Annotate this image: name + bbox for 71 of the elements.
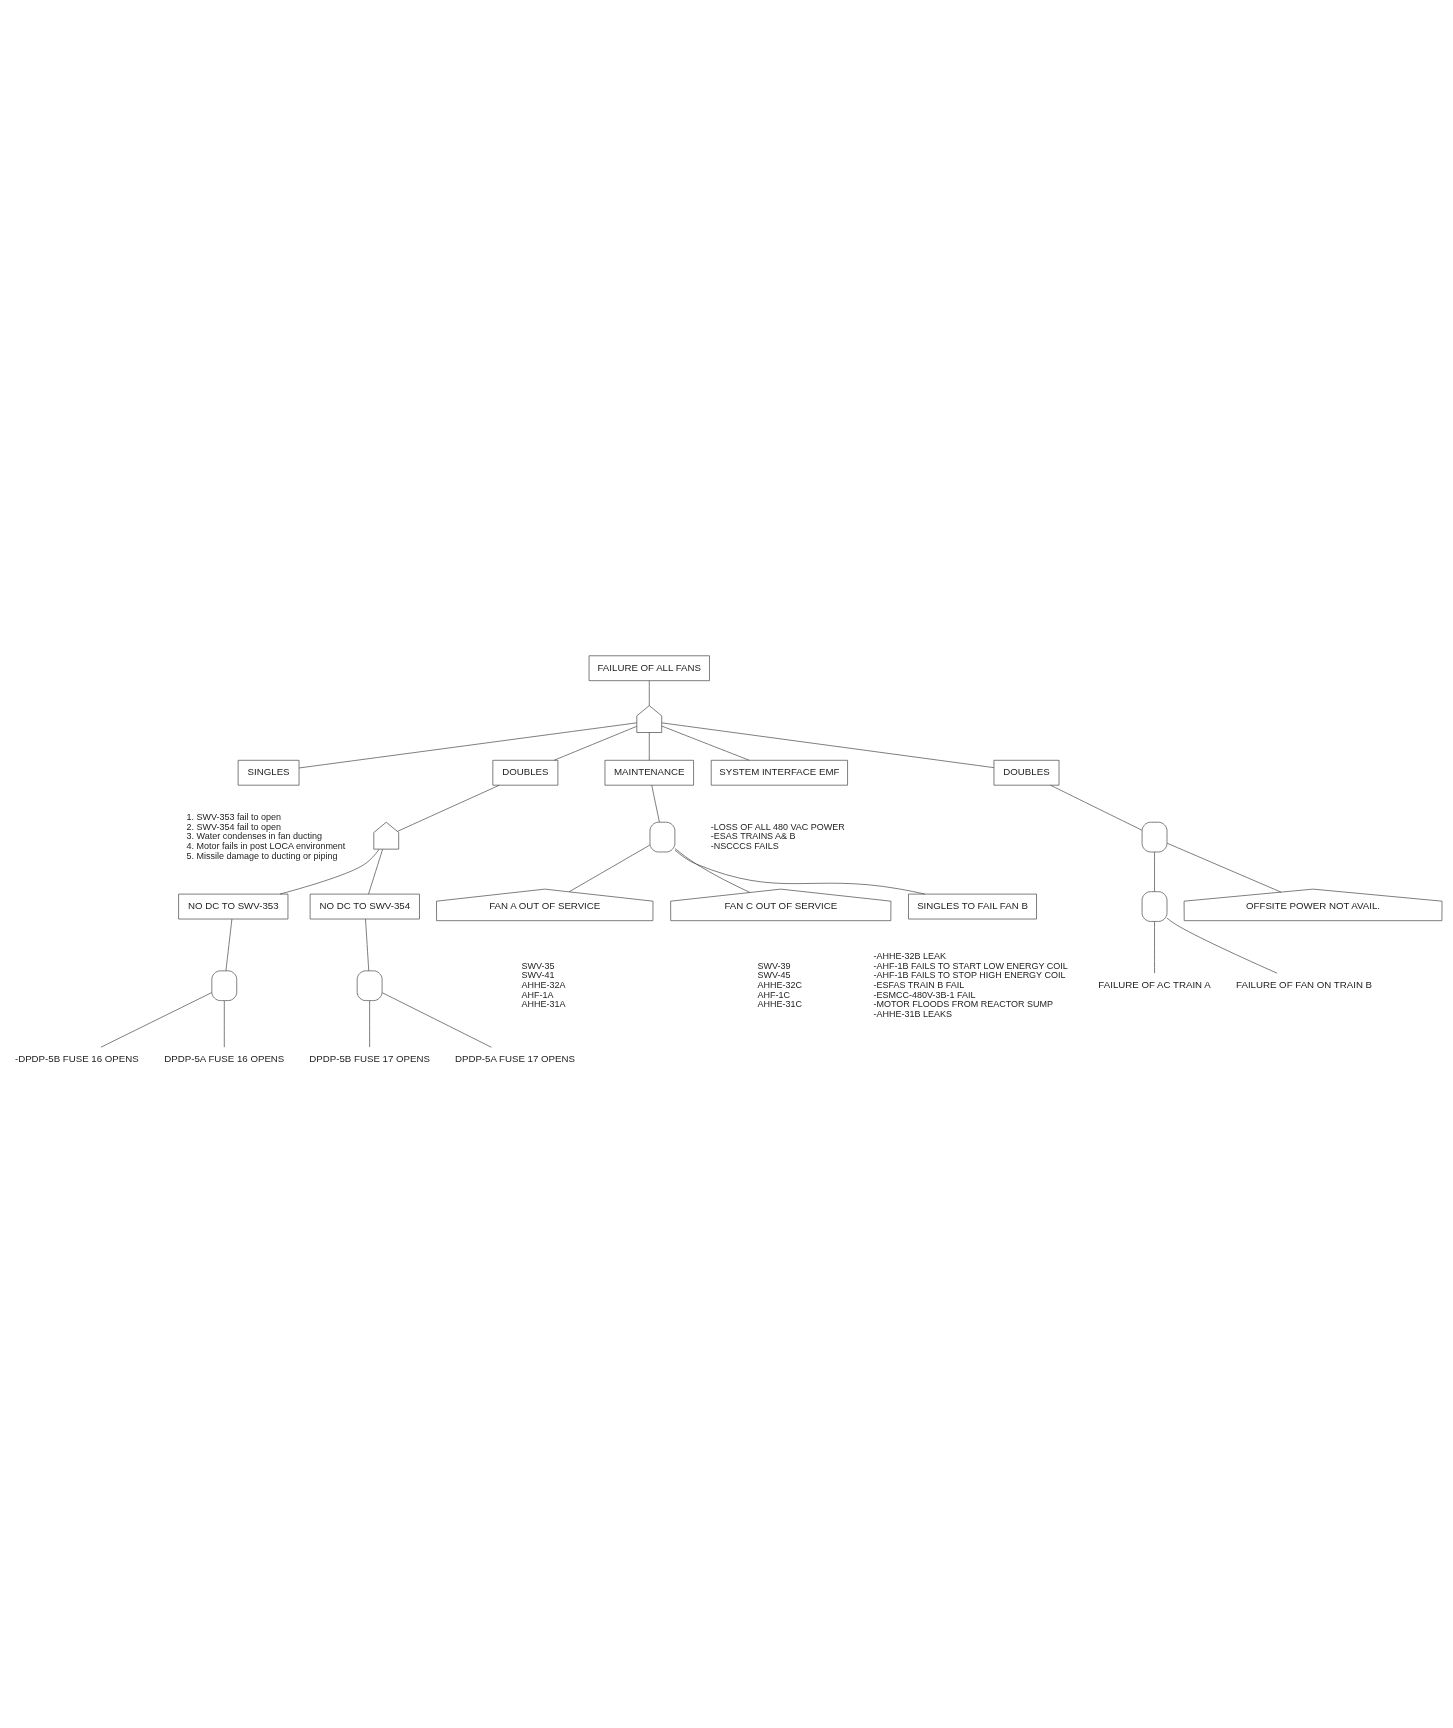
node-label: 3. Water condenses in fan ducting [186,831,323,842]
connector [1154,851,1155,892]
node-label: AHHE-32A [521,980,566,991]
node-box: FAILURE OF ALL FANS [588,655,710,682]
connector [648,680,650,706]
connector [648,732,650,761]
node-label: AHHE-31A [521,999,566,1010]
node-text: -DPDP-5B FUSE 16 OPENS [14,1053,139,1065]
connector [674,849,926,895]
connector [674,848,751,893]
node-label: -AHF-1B FAILS TO STOP HIGH ENERGY COIL [873,970,1066,981]
node-dome [649,821,676,853]
node-box: NO DC TO SWV-354 [309,893,420,920]
node-label: -ESAS TRAINS A& B [710,831,796,842]
connector [397,784,500,832]
connector [368,849,383,895]
node-label: -AHF-1B FAILS TO START LOW ENERGY COIL [873,960,1068,971]
connector [553,726,638,761]
connector [661,722,995,768]
node-shield [636,705,663,733]
node-text: FAILURE OF FAN ON TRAIN B [1236,979,1373,991]
node-dome [211,970,238,1001]
node-label: -AHHE-32B LEAK [873,950,946,961]
node-label: AHHE-32C [757,980,803,991]
node-label: SWV-39 [757,960,791,971]
connector [1154,921,1155,974]
node-label: 4. Motor fails in post LOCA environment [186,841,346,852]
connector [225,918,233,972]
node-label: -ESMCC-480V-3B-1 FAIL [873,989,976,1000]
node-label: 1. SWV-353 fail to open [186,812,281,823]
node-box: DOUBLES [492,759,559,786]
node-label: AHHE-31C [757,999,803,1010]
node-text: DPDP-5A FUSE 17 OPENS [454,1053,576,1065]
node-label: AHF-1A [521,989,554,1000]
node-box: DOUBLES [993,759,1060,786]
node-box: SYSTEM INTERFACE EMF [710,759,848,786]
connector [223,1000,225,1048]
connector [661,725,750,761]
node-box: MAINTENANCE [604,759,694,786]
connector [1166,917,1278,974]
node-dome [356,970,383,1001]
connector [568,844,651,893]
node-text: DPDP-5B FUSE 17 OPENS [309,1053,430,1065]
node-label: 5. Missile damage to ducting or piping [186,850,338,861]
connector [298,722,637,769]
node-label: -ESFAS TRAIN B FAIL [873,980,965,991]
node-label: SWV-41 [521,970,555,981]
connector [381,992,492,1048]
node-label: SWV-35 [521,960,555,971]
node-box: NO DC TO SWV-353 [178,893,289,920]
node-label: -NSCCCS FAILS [710,841,779,852]
connector [369,1000,370,1048]
node-shield [373,821,400,850]
node-label: SWV-45 [757,970,791,981]
node-text: DPDP-5A FUSE 16 OPENS [164,1053,285,1065]
node-box: SINGLES TO FAIL FAN B [908,893,1037,920]
node-label: -LOSS OF ALL 480 VAC POWER [710,821,845,832]
connector [279,849,380,895]
node-label: -AHHE-31B LEAKS [873,1009,952,1020]
node-dome [1141,821,1168,853]
node-text: FAILURE OF AC TRAIN A [1098,979,1211,991]
connector [651,784,660,823]
node-dome [1141,891,1168,922]
connector [1050,784,1143,831]
connector [100,992,213,1048]
node-box: SINGLES [237,759,300,786]
connector [365,918,370,972]
node-label: AHF-1C [757,989,791,1000]
connector [1166,842,1282,893]
node-label: 2. SWV-354 fail to open [186,821,281,832]
node-label: -MOTOR FLOODS FROM REACTOR SUMP [873,999,1053,1010]
